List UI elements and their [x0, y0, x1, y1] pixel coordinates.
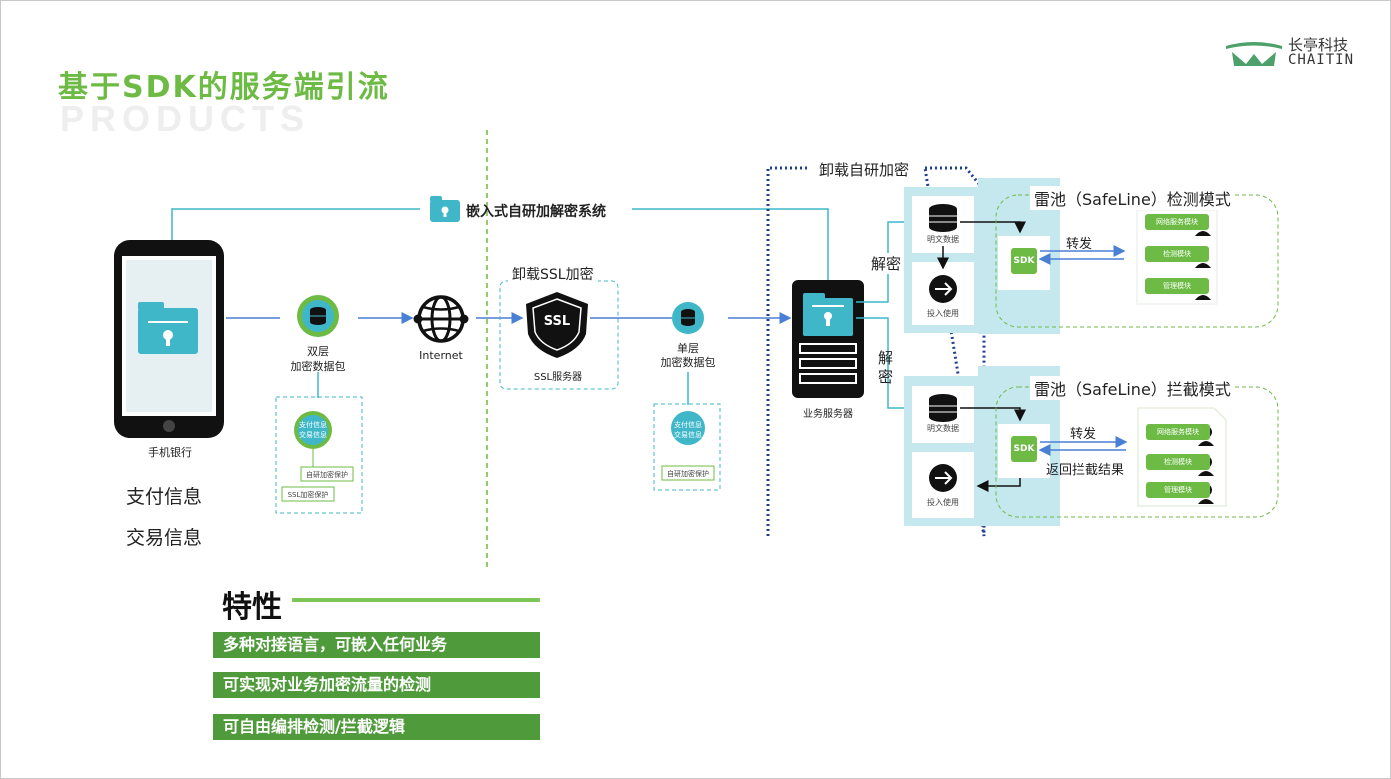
single-layer-database-icon: [672, 302, 704, 334]
transaction-info-text: 交易信息: [126, 527, 203, 549]
put-use-label-top: 投入使用: [927, 309, 959, 318]
embedded-system-label: 嵌入式自研加解密系统: [466, 204, 606, 220]
sdk-label-top: SDK: [1013, 256, 1035, 266]
embed-line-right: [632, 208, 829, 288]
double-self-protect: 自研加密保护: [306, 471, 348, 479]
forward-label-top: 转发: [1066, 237, 1093, 252]
single-layer-label-2: 加密数据包: [660, 356, 716, 369]
decrypt-label-top: 解密: [871, 253, 902, 274]
double-circle-text-2: 交易信息: [299, 431, 327, 439]
brand-name-en: CHAITIN: [1288, 52, 1355, 68]
ssl-badge-text: SSL: [543, 314, 571, 329]
double-layer-database-icon: [297, 295, 339, 337]
block-module-detect: 检测模块: [1146, 454, 1210, 470]
single-layer-label-1: 单层: [677, 342, 699, 355]
internet-globe-icon: [413, 295, 469, 343]
block-module-manage: 管理模块: [1146, 482, 1210, 498]
business-server-label: 业务服务器: [803, 409, 853, 420]
feature-item: 多种对接语言，可嵌入任何业务: [213, 632, 540, 658]
detect-module-detect: 检测模块: [1145, 246, 1209, 262]
detect-mode-title: 雷池（SafeLine）检测模式: [1030, 186, 1235, 210]
plain-data-label-top: 明文数据: [927, 235, 959, 244]
feature-item: 可自由编排检测/拦截逻辑: [213, 714, 540, 740]
single-circle-text-1: 支付信息: [674, 421, 702, 429]
features-title: 特性: [222, 590, 282, 625]
double-circle-text-1: 支付信息: [299, 421, 327, 429]
sdk-icon-top: [1011, 248, 1037, 274]
plain-data-db-icon-bottom: [929, 394, 957, 422]
features-title-underline: [292, 598, 540, 602]
ssl-offload-title: 卸载SSL加密: [508, 264, 598, 284]
decrypt-label-bottom-2: 密: [878, 368, 894, 386]
forward-label-bottom: 转发: [1070, 427, 1097, 442]
chaitin-logo-icon: [1226, 42, 1282, 66]
put-use-icon-top: [929, 275, 957, 303]
phone-icon: [114, 240, 224, 438]
sdk-icon-bottom: [1011, 436, 1037, 462]
embedded-folder-icon: [430, 196, 460, 222]
detect-module-network: 网络服务模块: [1145, 214, 1209, 230]
brand-name-cn: 长亭科技: [1288, 36, 1349, 54]
block-mode-title: 雷池（SafeLine）拦截模式: [1030, 376, 1235, 400]
block-module-network: 网络服务模块: [1146, 424, 1210, 440]
self-offload-title: 卸载自研加密: [816, 159, 913, 180]
business-server-icon: [792, 280, 864, 398]
plain-data-label-bottom: 明文数据: [927, 424, 959, 433]
phone-label: 手机银行: [148, 446, 192, 459]
page-subtitle: PRODUCTS: [60, 98, 311, 139]
double-layer-label-2: 加密数据包: [290, 360, 346, 373]
double-layer-label-1: 双层: [307, 345, 329, 358]
page-title: 基于SDK的服务端引流: [58, 70, 390, 105]
ssl-shield-icon: [526, 292, 588, 358]
plain-data-db-icon-top: [929, 204, 957, 232]
put-use-icon-bottom: [929, 464, 957, 492]
single-circle-text-2: 交易信息: [674, 431, 702, 439]
decrypt-label-bottom-1: 解: [878, 349, 894, 367]
double-ssl-protect: SSL加密保护: [287, 491, 329, 499]
internet-label: Internet: [419, 349, 463, 362]
single-self-protect: 自研加密保护: [667, 470, 709, 478]
ssl-server-label: SSL服务器: [533, 372, 583, 383]
put-use-label-bottom: 投入使用: [927, 498, 959, 507]
payment-info-text: 支付信息: [126, 486, 203, 508]
feature-item: 可实现对业务加密流量的检测: [213, 672, 540, 698]
detect-module-manage: 管理模块: [1145, 278, 1209, 294]
sdk-label-bottom: SDK: [1013, 444, 1035, 454]
return-block-result-label: 返回拦截结果: [1046, 463, 1125, 478]
